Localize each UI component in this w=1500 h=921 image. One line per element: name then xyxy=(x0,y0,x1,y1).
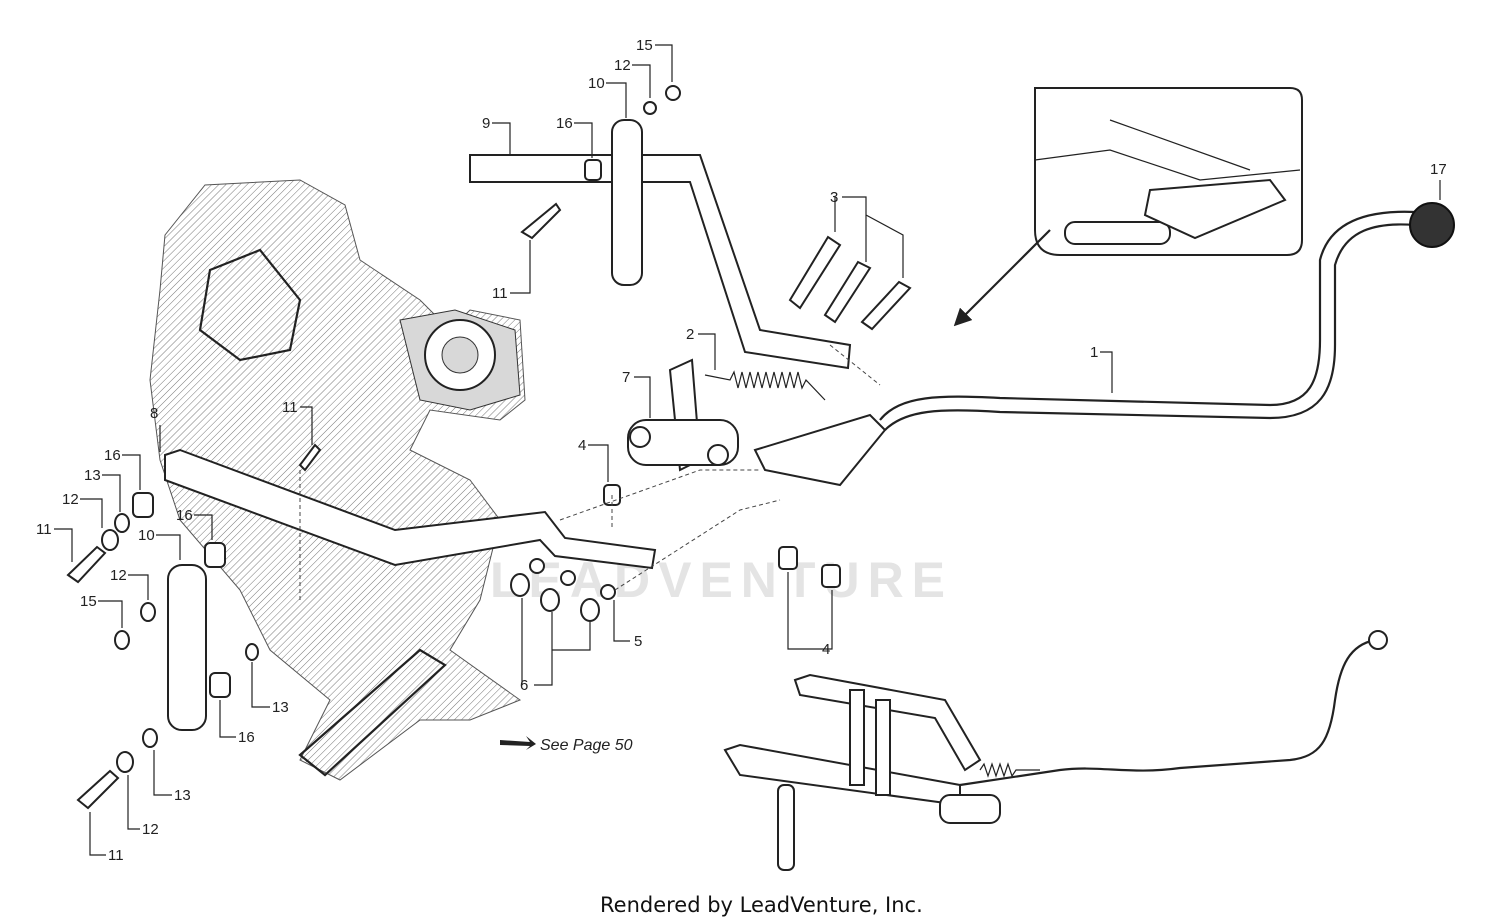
callout-3: 3 xyxy=(830,189,838,206)
callout-16-c: 16 xyxy=(176,507,193,524)
spacer-4-c xyxy=(821,564,841,588)
spacer-16-upper xyxy=(584,159,602,181)
detail-inset xyxy=(953,87,1303,327)
callout-15: 15 xyxy=(636,37,653,54)
callout-13-b: 13 xyxy=(272,699,289,716)
spacer-16-c xyxy=(209,672,231,698)
callout-11-d: 11 xyxy=(108,847,124,864)
callout-17: 17 xyxy=(1430,161,1447,178)
nut-15-b xyxy=(114,630,130,650)
callout-12-c: 12 xyxy=(110,567,127,584)
callouts: 15 12 10 16 9 11 3 2 7 1 17 8 11 4 16 13… xyxy=(36,37,1447,864)
link-plate-10-lower xyxy=(167,564,207,731)
knob-17 xyxy=(1409,202,1455,248)
callout-13: 13 xyxy=(84,467,101,484)
washer-12-a xyxy=(101,529,119,551)
link-plate-10-upper xyxy=(611,119,643,286)
see-page-note: See Page 50 xyxy=(540,737,633,754)
callout-13-c: 13 xyxy=(174,787,191,804)
washer-12-upper xyxy=(643,101,657,115)
credit-text: Rendered by LeadVenture, Inc. xyxy=(600,893,923,917)
callout-16-d: 16 xyxy=(238,729,255,746)
bracket-bar-9 xyxy=(469,154,852,370)
nut-15-upper xyxy=(665,85,681,101)
assembled-view xyxy=(723,630,1388,871)
callout-16: 16 xyxy=(556,115,573,132)
washer-13-a xyxy=(114,513,130,533)
washers-5-nuts-6 xyxy=(510,558,616,622)
callout-10-b: 10 xyxy=(138,527,155,544)
washer-13-c xyxy=(142,728,158,748)
callout-11: 11 xyxy=(492,285,508,302)
spacer-16-a xyxy=(132,492,154,518)
bolt-11-a xyxy=(66,545,107,584)
bolt-11-upper xyxy=(520,202,562,240)
callout-12: 12 xyxy=(614,57,631,74)
washer-12-c xyxy=(116,751,134,773)
bolt-11-b xyxy=(76,769,120,810)
see-page-arrow-icon xyxy=(500,736,536,750)
shift-lever-1 xyxy=(879,210,1416,421)
callout-9: 9 xyxy=(482,115,490,132)
transmission-housing xyxy=(149,179,526,781)
callout-2: 2 xyxy=(686,326,694,343)
assembly-guides xyxy=(299,344,881,600)
callout-11-c: 11 xyxy=(36,521,52,538)
callout-10: 10 xyxy=(588,75,605,92)
spring-2 xyxy=(704,370,826,401)
callout-12-b: 12 xyxy=(62,491,79,508)
callout-8: 8 xyxy=(150,405,158,422)
bolts-3 xyxy=(788,235,912,331)
callout-7: 7 xyxy=(622,369,630,386)
callout-1: 1 xyxy=(1090,344,1098,361)
spacer-4-b xyxy=(778,546,798,570)
callout-15-b: 15 xyxy=(80,593,97,610)
callout-11-b: 11 xyxy=(282,399,298,416)
spacer-16-b xyxy=(204,542,226,568)
callout-16-b: 16 xyxy=(104,447,121,464)
link-assembly-7 xyxy=(627,358,739,472)
callout-4: 4 xyxy=(578,437,586,454)
bracket-bar-8 xyxy=(164,448,657,570)
callout-12-d: 12 xyxy=(142,821,159,838)
bolt-11-c xyxy=(298,443,322,472)
callout-6: 6 xyxy=(520,677,528,694)
washer-13-b xyxy=(245,643,259,661)
washer-12-b xyxy=(140,602,156,622)
callout-5: 5 xyxy=(634,633,642,650)
shift-plate xyxy=(753,413,887,487)
